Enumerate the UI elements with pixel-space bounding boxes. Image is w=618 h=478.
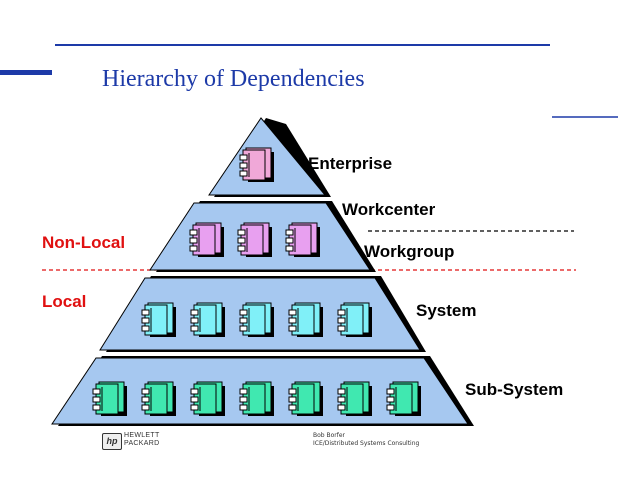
component-icon-enterprise-1 <box>239 147 274 182</box>
hp-logo-line2: PACKARD <box>124 440 160 447</box>
component-icon-sub-system-1 <box>92 381 127 416</box>
component-icon-system-5 <box>337 302 372 337</box>
component-icon-sub-system-7 <box>386 381 421 416</box>
zone-label-non-local: Non-Local <box>42 233 126 252</box>
component-icon-system-1 <box>141 302 176 337</box>
footer-author: Bob Borfer ICE/Distributed Systems Consu… <box>313 432 419 448</box>
left-accent-bar <box>0 70 52 75</box>
tier-label-subsystem: Sub-System <box>465 380 564 399</box>
tier-label-workgroup: Workgroup <box>364 242 455 261</box>
component-icon-workgroup-1 <box>189 222 224 257</box>
component-icon-system-3 <box>239 302 274 337</box>
component-icon-sub-system-3 <box>190 381 225 416</box>
author-org: ICE/Distributed Systems Consulting <box>313 440 420 447</box>
hp-logo: hp HEWLETT PACKARD <box>102 432 174 450</box>
tier-label-system: System <box>416 301 477 320</box>
component-icon-system-4 <box>288 302 323 337</box>
component-icon-workgroup-2 <box>237 222 272 257</box>
zone-label-local: Local <box>42 292 87 311</box>
component-icon-sub-system-4 <box>239 381 274 416</box>
hp-logo-mark-icon: hp <box>102 433 122 450</box>
tier-label-enterprise: Enterprise <box>308 154 393 173</box>
hp-logo-text: HEWLETT PACKARD <box>124 432 160 448</box>
hp-logo-line1: HEWLETT <box>124 432 160 439</box>
tier-label-workcenter: Workcenter <box>342 200 436 219</box>
author-name: Bob Borfer <box>313 432 346 439</box>
component-icon-workgroup-3 <box>285 222 320 257</box>
component-icon-system-2 <box>190 302 225 337</box>
page-title: Hierarchy of Dependencies <box>102 66 365 92</box>
component-icons <box>92 147 421 416</box>
component-icon-sub-system-2 <box>141 381 176 416</box>
component-icon-sub-system-6 <box>337 381 372 416</box>
component-icon-sub-system-5 <box>288 381 323 416</box>
